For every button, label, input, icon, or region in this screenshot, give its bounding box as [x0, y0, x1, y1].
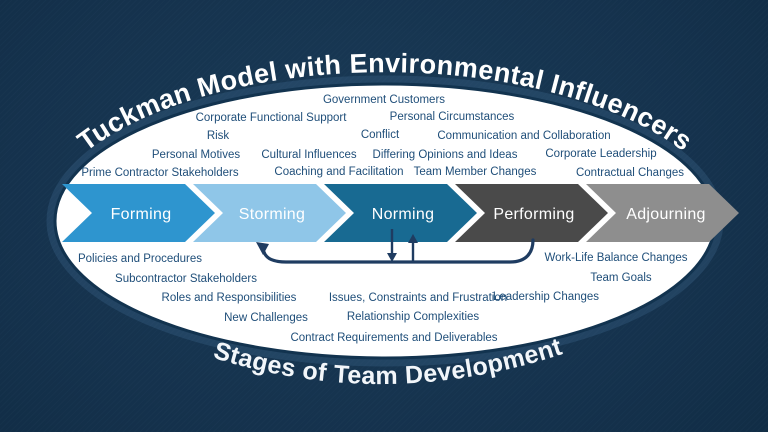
- influencer-label: Relationship Complexities: [347, 311, 480, 323]
- feedback-loop-arrowhead-icon: [256, 242, 269, 255]
- influencer-label: New Challenges: [224, 312, 308, 324]
- stage-chevron-performing: Performing: [455, 184, 608, 242]
- stage-label: Performing: [493, 206, 574, 223]
- influencer-label: Cultural Influences: [261, 149, 356, 161]
- norming-exchange-arrows: [387, 229, 418, 262]
- chevron-shape: [586, 184, 739, 242]
- influencer-label: Team Member Changes: [414, 166, 537, 178]
- feedback-loop-arrow: [256, 238, 535, 264]
- influencer-label: Corporate Functional Support: [196, 112, 348, 124]
- influencer-label: Policies and Procedures: [78, 253, 202, 265]
- influencer-label: Government Customers: [323, 94, 445, 106]
- influencer-label: Work-Life Balance Changes: [545, 252, 688, 264]
- stage-label: Storming: [239, 206, 305, 223]
- stage-chevron-storming: Storming: [193, 184, 346, 242]
- chevron-shape: [62, 184, 215, 242]
- stage-chevron-forming: Forming: [62, 184, 215, 242]
- stage-label: Norming: [372, 206, 435, 223]
- influencer-label: Personal Circumstances: [390, 111, 515, 123]
- influencer-label: Roles and Responsibilities: [162, 292, 297, 304]
- influencer-label: Differing Opinions and Ideas: [373, 149, 518, 161]
- feedback-loop-path: [262, 238, 535, 264]
- stage-chevron-norming: Norming: [324, 184, 477, 242]
- influencer-label: Contract Requirements and Deliverables: [290, 332, 497, 344]
- up-arrowhead-icon: [408, 234, 418, 243]
- stage-label: Forming: [111, 206, 172, 223]
- stage-chevrons: Forming Storming Norming Performing Adjo…: [62, 184, 739, 242]
- down-arrowhead-icon: [387, 253, 397, 262]
- chevron-shape: [324, 184, 477, 242]
- influencer-label: Conflict: [361, 129, 400, 141]
- stage-chevron-adjourning: Adjourning: [586, 184, 739, 242]
- influencer-label: Leadership Changes: [493, 291, 599, 303]
- influencer-label: Team Goals: [590, 272, 652, 284]
- influencer-label: Subcontractor Stakeholders: [115, 273, 257, 285]
- top-influencers: Government Customers Corporate Functiona…: [81, 94, 684, 179]
- influencer-label: Risk: [207, 130, 230, 142]
- influencer-label: Prime Contractor Stakeholders: [81, 167, 238, 179]
- influencer-label: Contractual Changes: [576, 167, 684, 179]
- chevron-shape: [193, 184, 346, 242]
- influencer-label: Personal Motives: [152, 149, 240, 161]
- influencer-label: Coaching and Facilitation: [274, 166, 403, 178]
- influencer-label: Communication and Collaboration: [437, 130, 610, 142]
- influencer-label: Issues, Constraints and Frustration: [329, 292, 507, 304]
- chevron-shape: [455, 184, 608, 242]
- stage-label: Adjourning: [626, 206, 706, 223]
- bottom-influencers: Policies and Procedures Work-Life Balanc…: [78, 252, 688, 344]
- influencer-label: Corporate Leadership: [545, 148, 656, 160]
